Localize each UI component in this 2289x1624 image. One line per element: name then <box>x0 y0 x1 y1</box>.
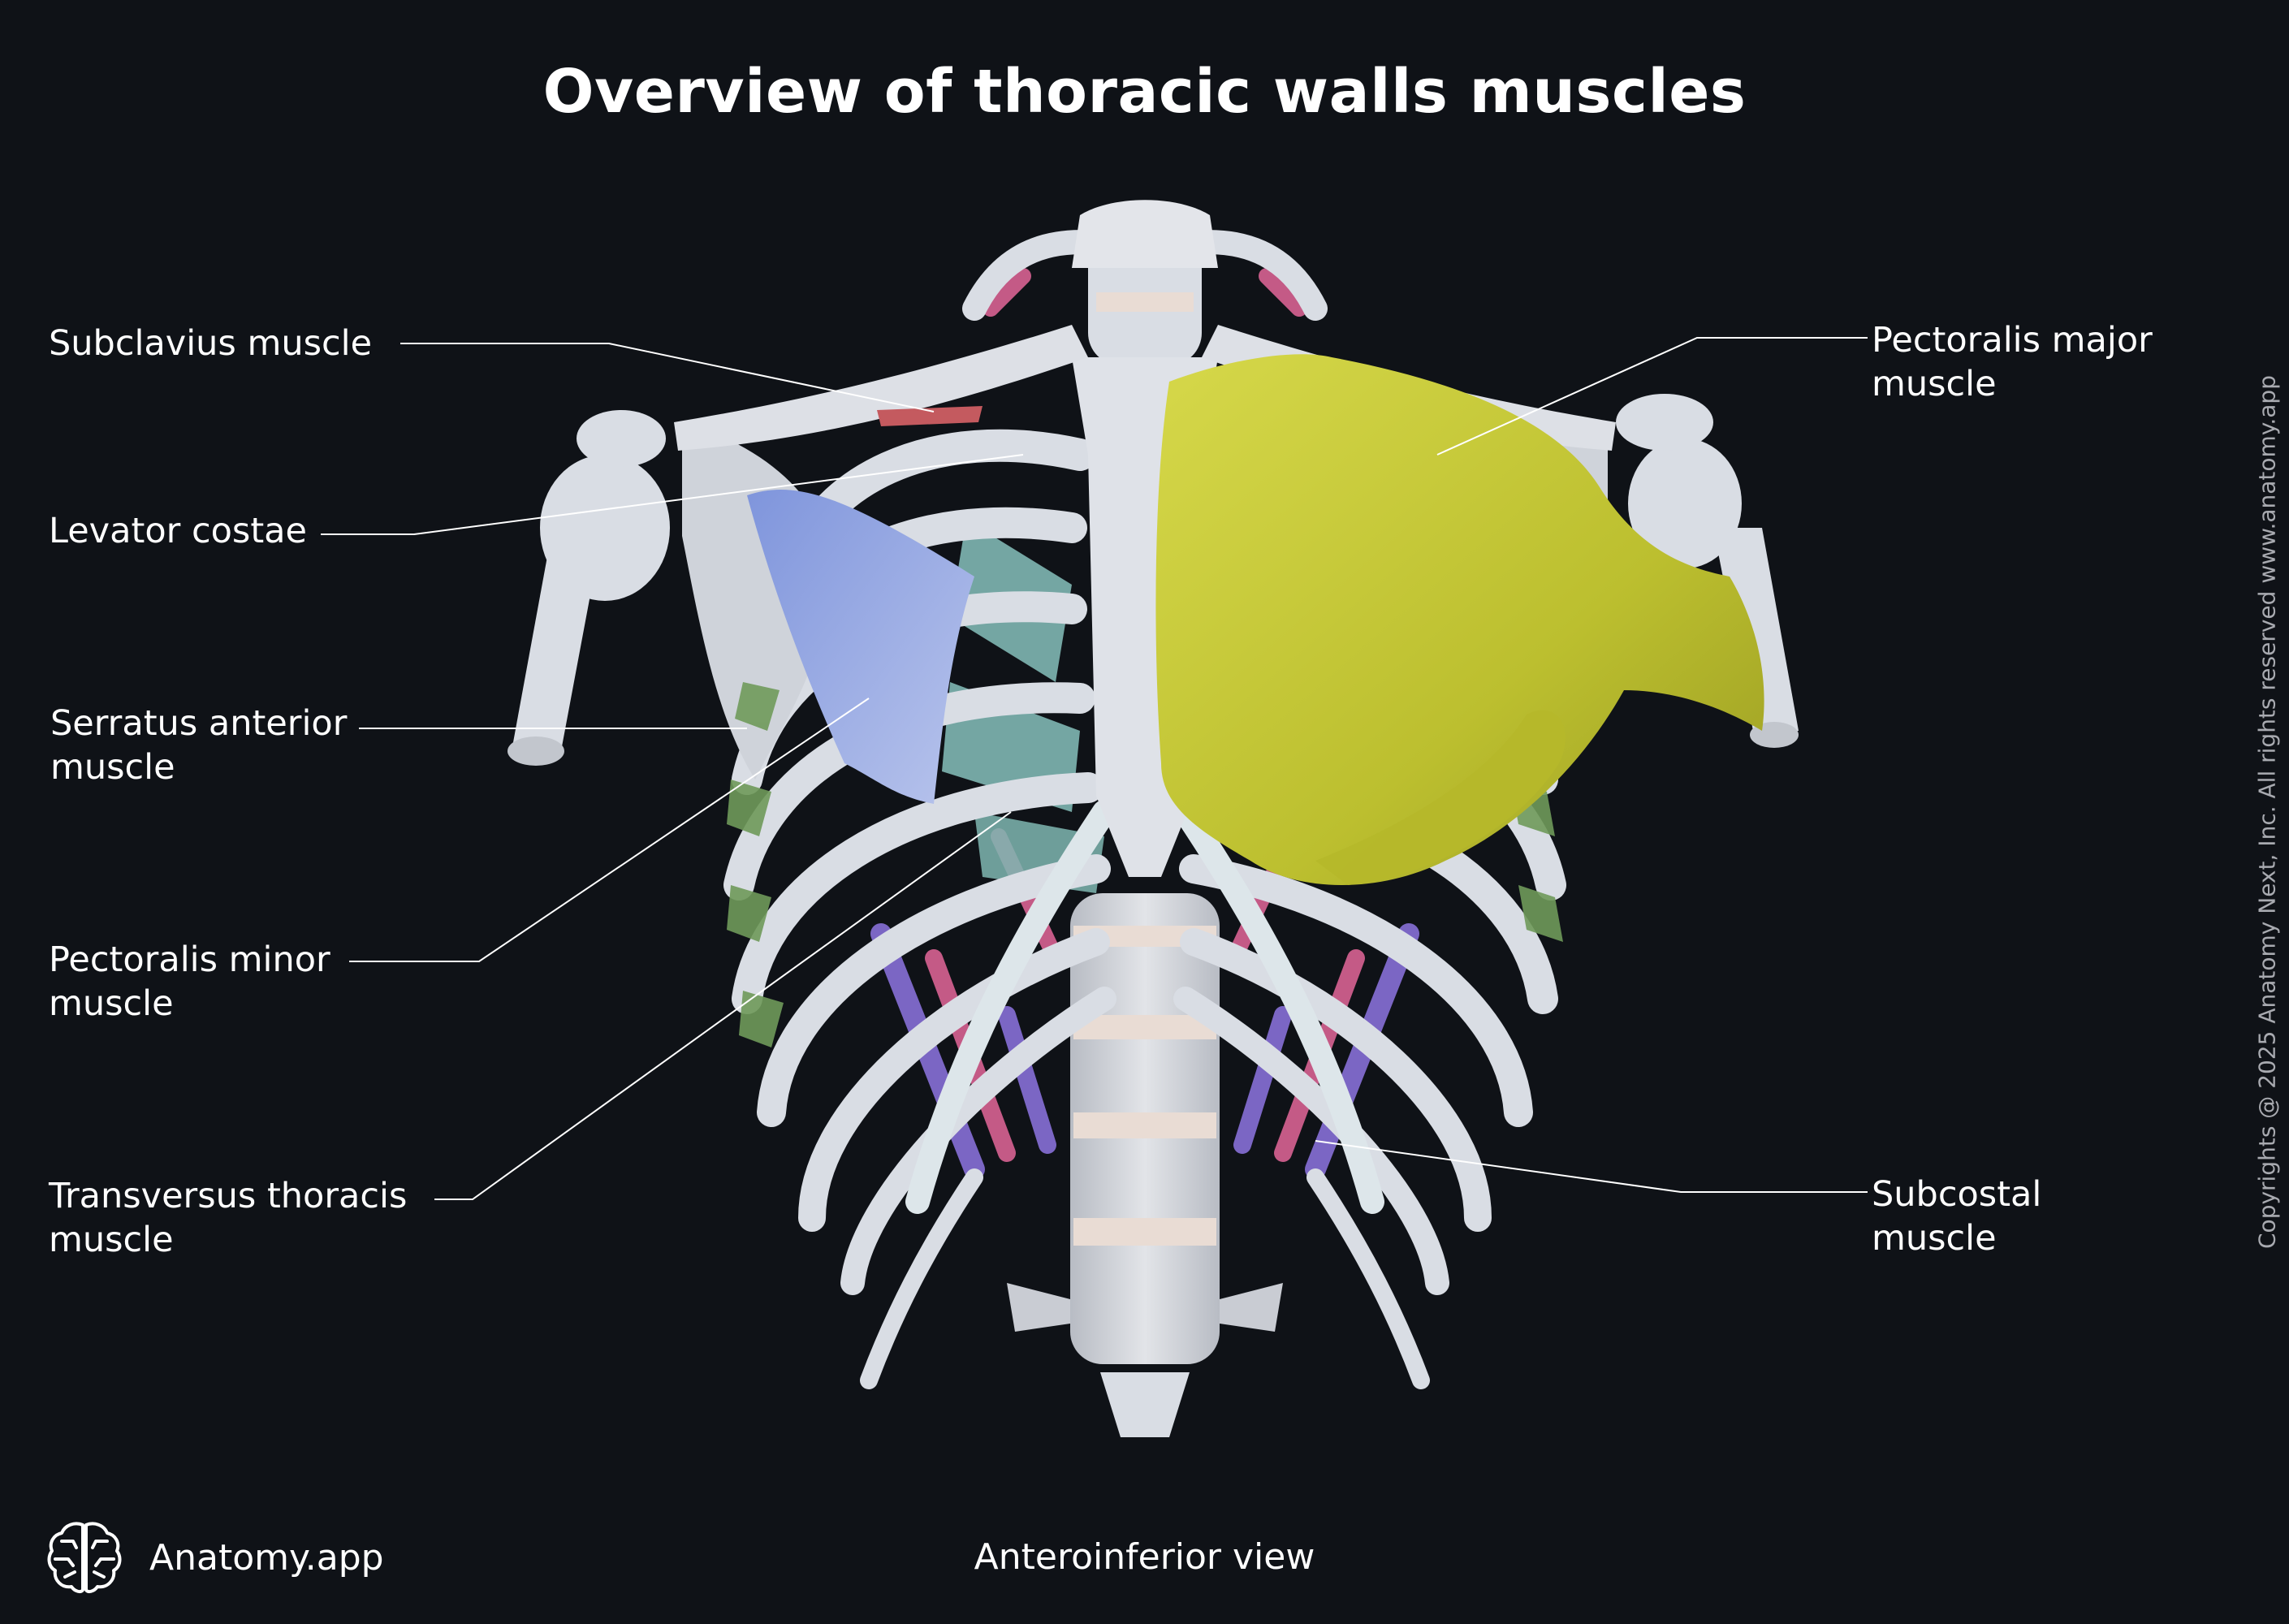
copyright-notice: Copyrights @ 2025 Anatomy Next, Inc. All… <box>2253 375 2281 1249</box>
label-pectoralis-minor-line2: muscle <box>49 983 174 1024</box>
leader-pectoralis-minor <box>349 698 870 962</box>
leader-lines <box>321 337 1868 1200</box>
page-title: Overview of thoracic walls muscles <box>542 57 1747 127</box>
left-clavicle <box>674 325 1088 451</box>
subclavius-muscle <box>877 406 983 426</box>
pectoralis-major-abdominal-part <box>1315 710 1566 885</box>
label-pectoralis-major: Pectoralis major muscle <box>1872 318 2153 406</box>
pectoralis-minor-muscle <box>747 490 974 804</box>
brand-name: Anatomy.app <box>149 1536 384 1579</box>
label-serratus-anterior-line1: Serratus anterior <box>50 703 348 744</box>
label-transversus-thoracis-line2: muscle <box>49 1220 174 1260</box>
leader-levator-costae <box>321 454 1024 535</box>
view-caption: Anteroinferior view <box>974 1536 1315 1578</box>
label-pectoralis-major-line2: muscle <box>1872 364 1997 404</box>
leader-transversus-thoracis <box>434 811 1012 1200</box>
pectoralis-major-muscle <box>1155 354 1764 885</box>
label-levator-costae-line1: Levator costae <box>49 511 307 551</box>
label-subcostal: Subcostal muscle <box>1872 1173 2041 1260</box>
label-pectoralis-minor-line1: Pectoralis minor <box>49 939 330 980</box>
leader-pectoralis-major <box>1436 337 1868 456</box>
label-subclavius-line1: Subclavius muscle <box>49 323 373 364</box>
brand: Anatomy.app <box>44 1517 384 1598</box>
leader-subclavius <box>400 343 935 412</box>
label-levator-costae: Levator costae <box>49 509 307 553</box>
leader-subcostal <box>1315 1140 1868 1193</box>
label-subclavius: Subclavius muscle <box>49 322 372 365</box>
label-transversus-thoracis-line1: Transversus thoracis <box>49 1176 408 1216</box>
label-pectoralis-minor: Pectoralis minor muscle <box>49 938 330 1026</box>
label-subcostal-line1: Subcostal <box>1872 1174 2042 1215</box>
label-subcostal-line2: muscle <box>1872 1218 1997 1259</box>
label-serratus-anterior: Serratus anterior muscle <box>50 702 347 789</box>
label-pectoralis-major-line1: Pectoralis major <box>1872 320 2153 361</box>
cervical-vertebra <box>1072 200 1218 268</box>
brain-logo-icon <box>47 1522 122 1594</box>
serratus-anterior-muscle <box>727 682 1563 1047</box>
label-transversus-thoracis: Transversus thoracis muscle <box>49 1174 407 1262</box>
label-serratus-anterior-line2: muscle <box>50 747 175 788</box>
